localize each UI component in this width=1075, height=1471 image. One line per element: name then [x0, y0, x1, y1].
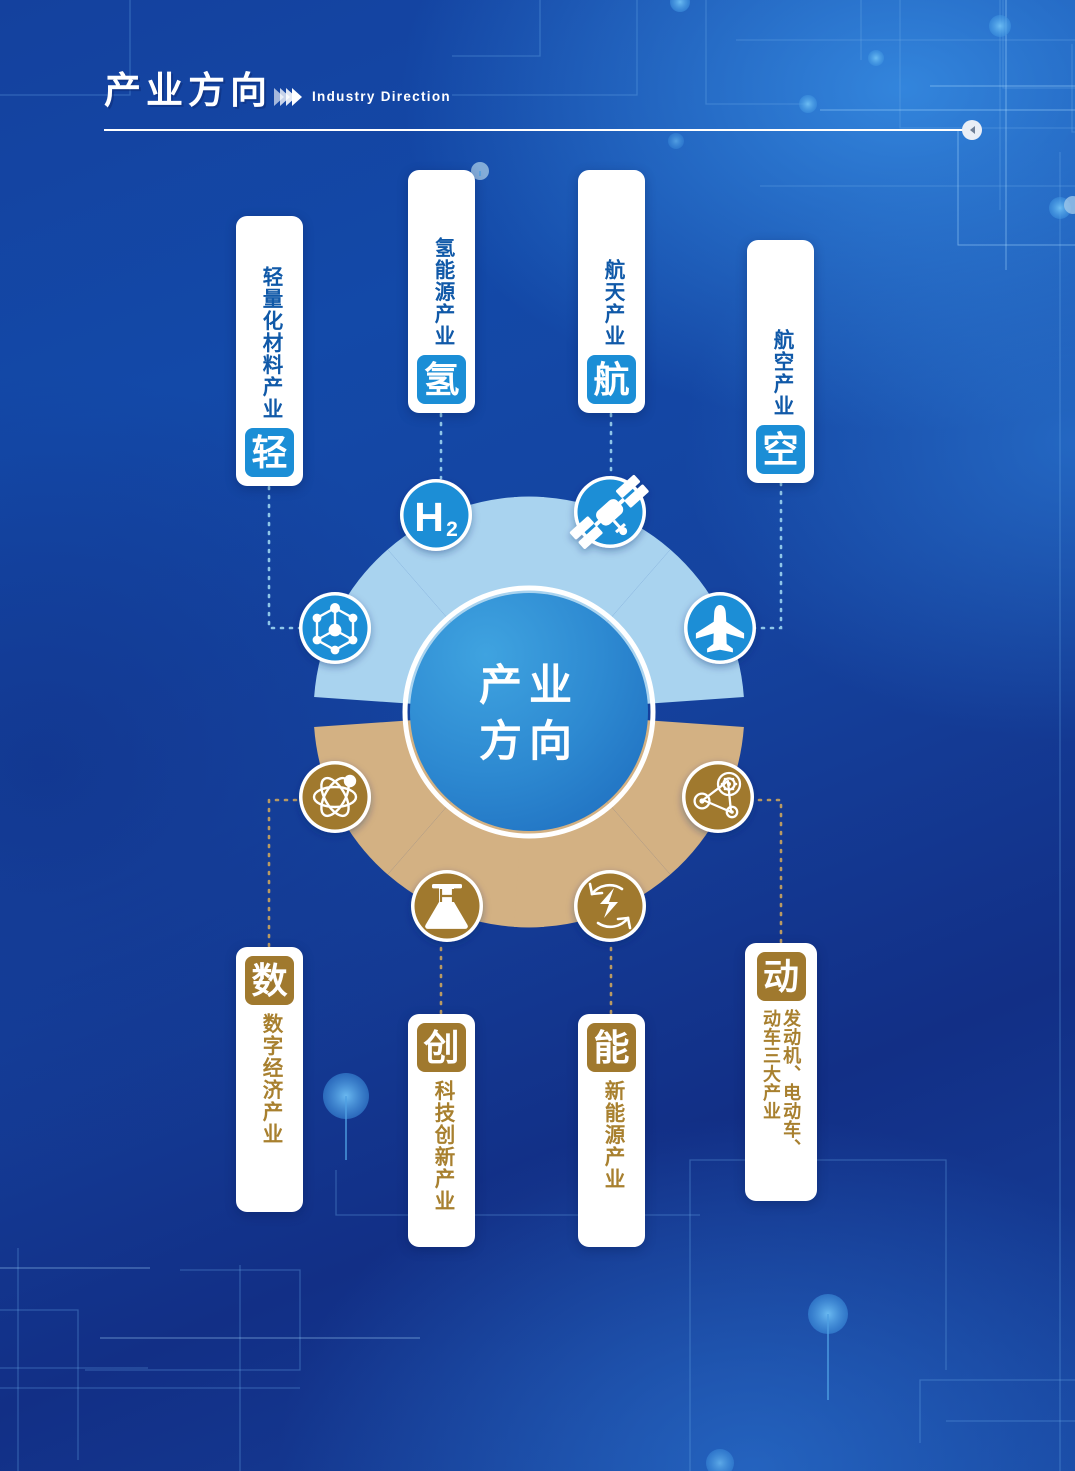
card-top-3-badge: 航: [587, 355, 636, 404]
card-bottom-1-label: 数字经济产业: [258, 1013, 282, 1145]
h2-hydrogen-icon: H 2: [400, 479, 472, 551]
engine-belt-icon: [682, 761, 754, 833]
card-top-4[interactable]: 航空产业 空: [747, 240, 814, 483]
card-bottom-1[interactable]: 数 数字经济产业: [236, 947, 303, 1212]
center-label-line2: 方向: [479, 718, 579, 766]
card-bottom-4-badge: 动: [756, 952, 806, 1001]
center-circle: [410, 593, 648, 831]
page-title: 产业方向: [104, 70, 272, 111]
card-bottom-2-label: 科技创新产业: [430, 1080, 454, 1212]
card-top-3-label: 航天产业: [600, 259, 624, 347]
svg-text:H: H: [414, 494, 444, 540]
card-top-2-label: 氢能源产业: [430, 237, 454, 347]
card-bottom-1-badge: 数: [245, 956, 294, 1005]
card-top-4-label: 航空产业: [769, 329, 793, 417]
header-chevron-knob-icon: [962, 120, 982, 140]
page-header: 产业方向 Industry Direction: [104, 72, 451, 109]
header-rule-right: [874, 129, 966, 131]
card-top-3[interactable]: 航天产业 航: [578, 170, 645, 413]
card-bottom-4-label-2: 动车三大产业: [761, 1009, 781, 1120]
card-top-2-badge: 氢: [417, 355, 466, 404]
card-top-1-badge: 轻: [245, 428, 294, 477]
card-bottom-3-badge: 能: [587, 1023, 636, 1072]
renewable-energy-icon: [574, 870, 646, 942]
card-top-1[interactable]: 轻量化材料产业 轻: [236, 216, 303, 486]
card-top-1-label: 轻量化材料产业: [258, 266, 282, 420]
card-bottom-4[interactable]: 动 发动机、电动车、 动车三大产业: [745, 943, 817, 1201]
card-bottom-3-label: 新能源产业: [600, 1080, 624, 1190]
chevrons-icon: [274, 88, 302, 106]
card-bottom-3[interactable]: 能 新能源产业: [578, 1014, 645, 1247]
svg-text:2: 2: [446, 518, 458, 541]
page-subtitle-english: Industry Direction: [312, 89, 451, 104]
card-bottom-4-label: 发动机、电动车、: [781, 1009, 802, 1157]
airplane-icon: [684, 592, 756, 664]
flask-icon: [411, 870, 483, 942]
card-top-4-badge: 空: [756, 425, 805, 474]
atom-icon: [299, 761, 371, 833]
card-top-2[interactable]: 氢能源产业 氢: [408, 170, 475, 413]
card-bottom-2-badge: 创: [417, 1023, 466, 1072]
center-ring: [402, 585, 656, 839]
molecule-lattice-icon: [299, 592, 371, 664]
center-label-line1: 产业: [479, 662, 579, 710]
header-rule: [104, 129, 874, 131]
satellite-icon: [569, 474, 649, 549]
card-bottom-2[interactable]: 创 科技创新产业: [408, 1014, 475, 1247]
